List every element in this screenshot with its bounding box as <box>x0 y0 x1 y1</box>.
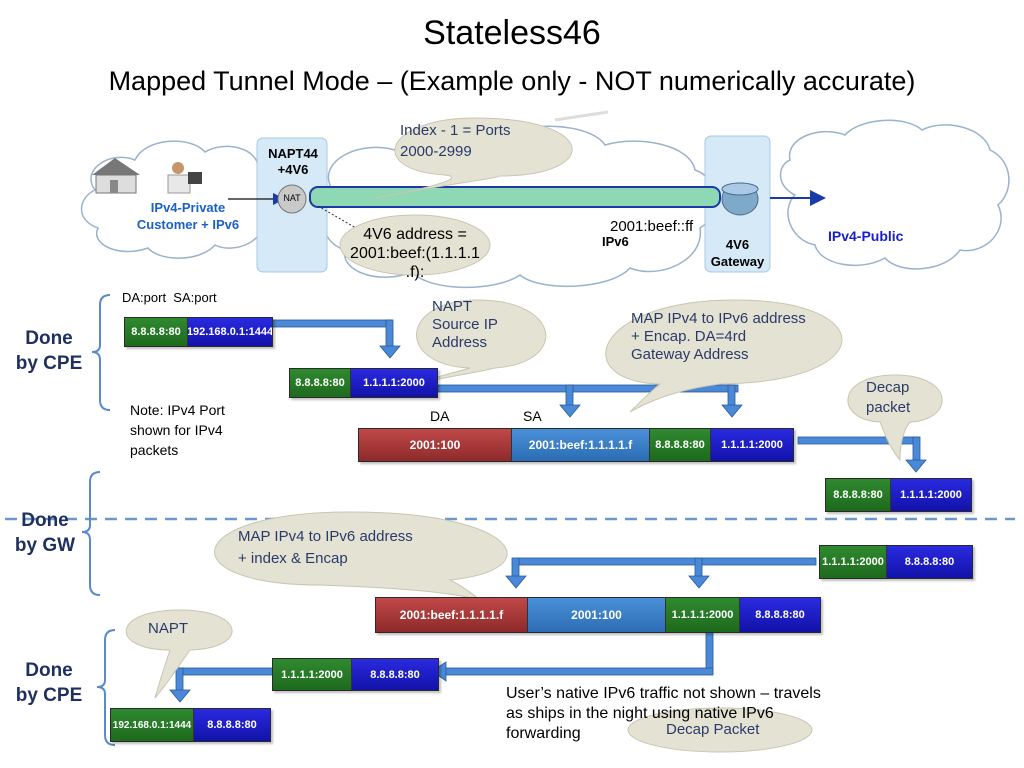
packet-7: 1.1.1.1:2000 8.8.8.8:80 <box>272 658 439 691</box>
packet-6: 2001:beef:1.1.1.1.f 2001:100 1.1.1.1:200… <box>375 597 821 633</box>
napt-box-label: NAPT44 +4V6 <box>268 146 318 177</box>
house-icon <box>92 158 140 194</box>
v6-address-text: 4V6 address = 2001:beef:(1.1.1.1 .f): <box>350 226 480 281</box>
slide-title: Stateless46 <box>423 14 601 52</box>
slide-subtitle: Mapped Tunnel Mode – (Example only - NOT… <box>108 66 916 96</box>
decap1-text: Decap packet <box>866 379 911 416</box>
bracket-cpe2 <box>96 629 116 746</box>
decap2-text: Decap Packet <box>666 721 760 738</box>
map-index-text: MAP IPv4 to IPv6 address + index & Encap <box>238 528 413 567</box>
packet-2-sa: 1.1.1.1:2000 <box>351 369 437 397</box>
done-by-cpe-2: Done by CPE <box>15 660 83 706</box>
packet-8: 192.168.0.1:1444 8.8.8.8:80 <box>110 708 271 742</box>
packet-3-v4-da: 8.8.8.8:80 <box>650 429 711 461</box>
v6-address-pointer <box>317 205 357 229</box>
gateway-address: 2001:beef::ff <box>610 218 694 235</box>
packet-5: 1.1.1.1:2000 8.8.8.8:80 <box>819 545 973 579</box>
map-encap-text: MAP IPv4 to IPv6 address + Encap. DA=4rd… <box>631 310 806 363</box>
packet-3-v4-sa: 1.1.1.1:2000 <box>711 429 793 461</box>
customer-label: IPv4-Private Customer + IPv6 <box>136 200 240 232</box>
packet-5-da: 1.1.1.1:2000 <box>820 546 887 578</box>
packet-8-sa: 8.8.8.8:80 <box>194 709 270 741</box>
packet-1-sa: 192.168.0.1:1444 <box>188 318 272 346</box>
gateway-label: 4V6 Gateway <box>710 237 765 269</box>
user-icon <box>167 162 202 194</box>
map-encap-bubble <box>605 299 843 413</box>
map-index-bubble <box>214 511 508 601</box>
bracket-cpe1 <box>91 294 111 411</box>
packet-6-v4-da: 1.1.1.1:2000 <box>666 598 740 632</box>
packet-6-v6-da: 2001:beef:1.1.1.1.f <box>376 598 528 632</box>
index-callout-text: Index - 1 = Ports 2000-2999 <box>400 122 511 160</box>
packet-8-da: 192.168.0.1:1444 <box>111 709 194 741</box>
index-pointer <box>554 110 609 122</box>
packet-4: 8.8.8.8:80 1.1.1.1:2000 <box>825 478 972 512</box>
packet-4-sa: 1.1.1.1:2000 <box>891 479 971 511</box>
index-callout-bubble <box>374 117 573 199</box>
decap1-bubble <box>847 374 943 462</box>
packet-7-da: 1.1.1.1:2000 <box>273 659 352 690</box>
decap2-bubble <box>627 707 813 753</box>
native-v6-note: User’s native IPv6 traffic not shown – t… <box>506 685 821 742</box>
packet-5-sa: 8.8.8.8:80 <box>887 546 972 578</box>
bracket-gw <box>81 471 101 596</box>
packet-4-da: 8.8.8.8:80 <box>826 479 891 511</box>
packet-3: 2001:100 2001:beef:1.1.1.1.f 8.8.8.8:80 … <box>358 428 794 462</box>
public-label: IPv4-Public <box>828 228 904 244</box>
packet-2-da: 8.8.8.8:80 <box>290 369 351 397</box>
nat-icon-label: NAT <box>283 193 301 203</box>
ipv6-tunnel <box>309 186 721 208</box>
packet-1-da: 8.8.8.8:80 <box>125 318 188 346</box>
done-by-cpe-1: Done by CPE <box>15 328 83 374</box>
nat-icon <box>277 184 307 214</box>
packet-3-v6-da: 2001:100 <box>359 429 512 461</box>
public-cloud <box>779 119 1010 270</box>
v6-address-bubble <box>339 214 491 276</box>
ipv6-label: IPv6 <box>602 234 629 249</box>
packet-1: 8.8.8.8:80 192.168.0.1:1444 <box>124 317 273 347</box>
packet-2: 8.8.8.8:80 1.1.1.1:2000 <box>289 368 438 398</box>
sa-header: SA <box>523 408 542 424</box>
ipv4-port-note: Note: IPv4 Port shown for IPv4 packets <box>130 402 225 458</box>
napt2-text: NAPT <box>148 620 189 637</box>
da-header: DA <box>430 408 450 424</box>
napt-source-text: NAPT Source IP Address <box>432 298 498 351</box>
packet-7-sa: 8.8.8.8:80 <box>352 659 438 690</box>
da-sa-header: DA:port SA:port <box>122 290 217 305</box>
done-by-gw: Done by GW <box>14 510 76 556</box>
packet-3-v6-sa: 2001:beef:1.1.1.1.f <box>512 429 650 461</box>
napt2-bubble <box>125 609 233 699</box>
packet-6-v4-sa: 8.8.8.8:80 <box>740 598 820 632</box>
packet-6-v6-sa: 2001:100 <box>528 598 666 632</box>
